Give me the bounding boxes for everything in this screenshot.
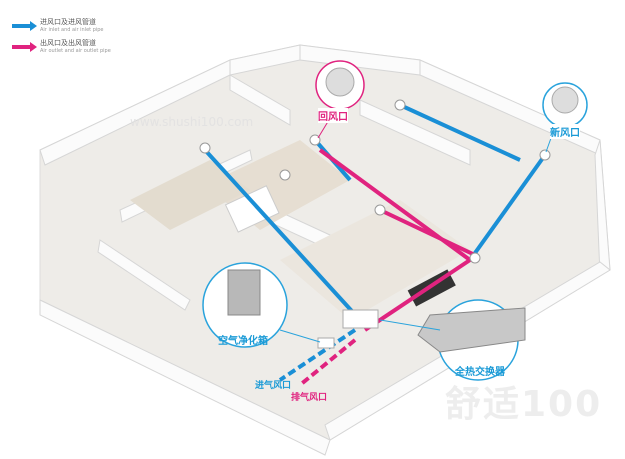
legend-outlet-en: Air outlet and air outlet pipe xyxy=(40,48,111,54)
outlet-legend-arrow xyxy=(12,42,37,52)
purifier-callout xyxy=(202,262,321,348)
legend-outlet-zh: 出风口及出风管道 xyxy=(40,39,96,47)
outlet-pipes xyxy=(298,148,476,387)
inlet-legend-arrow xyxy=(12,21,37,31)
exchanger-label: 全热交换器 xyxy=(455,367,505,378)
fresh-vent-callout xyxy=(542,82,588,153)
legend-inlet-en: Air inlet and air inlet pipe xyxy=(40,27,104,33)
watermark-logo: 舒适100 xyxy=(445,384,603,425)
vents xyxy=(199,99,551,264)
legend-inlet: 进风口及进风管道 Air inlet and air inlet pipe xyxy=(40,18,104,34)
watermark-site: www.shushi100.com xyxy=(130,115,254,129)
purifier-unit xyxy=(317,337,335,349)
fresh-vent-label: 新风口 xyxy=(550,124,580,139)
exchanger-callout xyxy=(379,299,526,381)
legend-inlet-zh: 进风口及进风管道 xyxy=(40,18,96,26)
intake-label: 进气风口 xyxy=(255,381,292,391)
return-vent-label: 回风口 xyxy=(318,108,348,123)
legend-outlet: 出风口及出风管道 Air outlet and air outlet pipe xyxy=(40,39,111,55)
central-unit xyxy=(342,309,379,329)
return-vent-callout xyxy=(315,60,365,139)
exhaust-label: 排气风口 xyxy=(291,393,328,403)
room-floor xyxy=(130,160,250,230)
purifier-label: 空气净化箱 xyxy=(218,336,268,347)
